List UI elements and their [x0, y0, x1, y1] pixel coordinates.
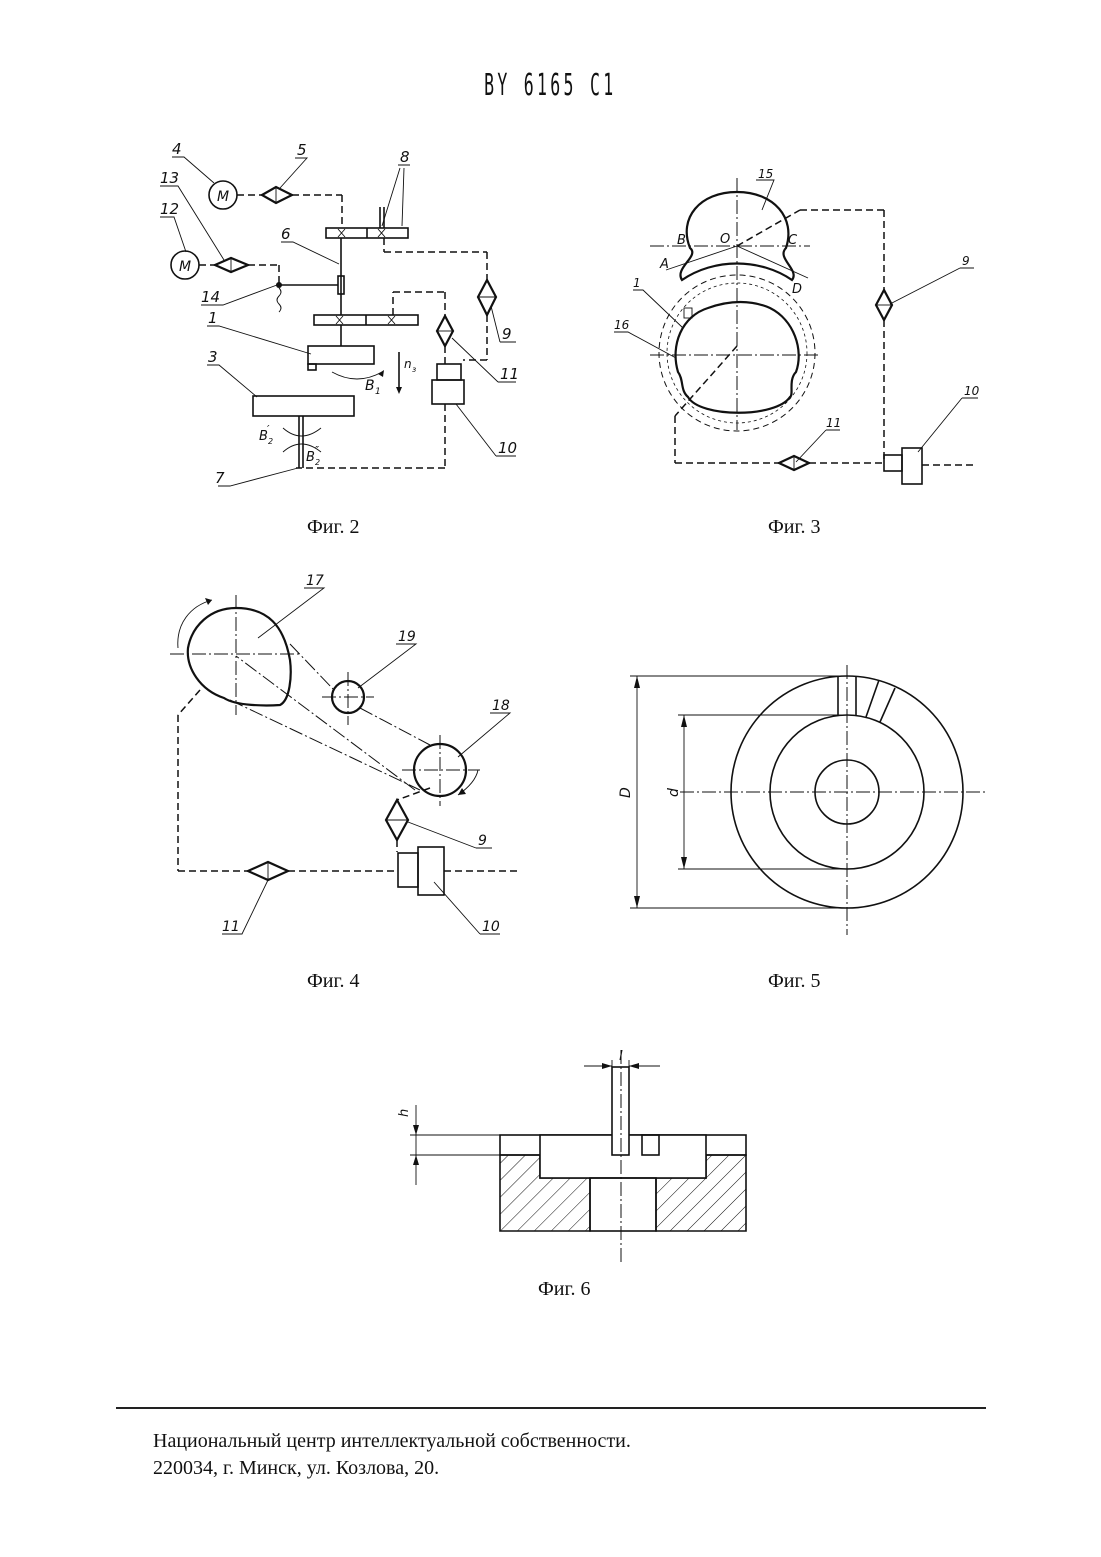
figure-3-label-D: D — [792, 282, 802, 297]
figure-4-callout-17: 17 — [306, 573, 324, 589]
figure-2-b2a-sub: 2 — [268, 437, 273, 446]
footer: Национальный центр интеллектуальной собс… — [153, 1428, 631, 1482]
figure-2-callout-7: 7 — [215, 469, 225, 487]
figure-3-drawing: B O C A D 15 16 1 9 10 11 — [600, 160, 980, 490]
footer-address: 220034, г. Минск, ул. Козлова, 20. — [153, 1455, 631, 1482]
figure-6-drawing: l h — [380, 1045, 770, 1275]
figure-3-callout-16: 16 — [614, 318, 630, 332]
figure-2-callout-9: 9 — [502, 325, 512, 343]
figure-2-b2a-prime: ′ — [267, 423, 270, 436]
figure-3-callout-10: 10 — [964, 384, 980, 398]
figure-2-b1-sub: 1 — [375, 387, 381, 397]
figure-5-drawing: D d — [600, 660, 990, 940]
figure-2-b2b-label: B — [306, 450, 315, 465]
figure-3-callout-11: 11 — [826, 416, 841, 430]
figure-4-drawing: 17 19 18 9 10 11 — [160, 560, 540, 950]
figure-4-callout-19: 19 — [398, 629, 416, 645]
figure-3-label-A: A — [659, 257, 669, 272]
figure-5-caption: Фиг. 5 — [768, 970, 820, 993]
patent-number-header: BY 6165 C1 — [248, 68, 854, 103]
figure-2-callout-4: 4 — [172, 140, 182, 158]
figure-2-drawing: M M B 1 n з — [150, 135, 530, 495]
figure-5-dimension-D: D — [618, 787, 634, 798]
figure-2-callout-13: 13 — [160, 169, 179, 187]
figure-2-motor-12-label: M — [179, 259, 191, 275]
figure-3-label-O: O — [720, 232, 730, 247]
figure-3-label-C: C — [788, 233, 798, 248]
figure-4-callout-9: 9 — [478, 833, 487, 849]
figure-3-caption: Фиг. 3 — [768, 516, 820, 539]
figure-2-callout-1: 1 — [208, 309, 218, 327]
figure-3-label-B: B — [677, 233, 686, 248]
figure-4-callout-11: 11 — [222, 919, 240, 935]
figure-2-callout-11: 11 — [500, 365, 519, 383]
figure-3-callout-9: 9 — [962, 254, 970, 268]
figure-6-dimension-l: l — [619, 1049, 623, 1064]
figure-2-b2b-sub: 2 — [315, 458, 320, 467]
figure-2-ns-sub: з — [412, 365, 416, 374]
figure-2-callout-6: 6 — [281, 225, 291, 243]
footer-organization: Национальный центр интеллектуальной собс… — [153, 1428, 631, 1455]
figure-2-motor-4-label: M — [217, 189, 229, 205]
figure-2-callout-14: 14 — [201, 288, 220, 306]
figure-4-callout-18: 18 — [492, 698, 510, 714]
figure-2-b1-label: B — [365, 378, 375, 394]
figure-6-dimension-h: h — [397, 1109, 412, 1117]
figure-2-callout-5: 5 — [297, 141, 307, 159]
figure-5-dimension-d: d — [666, 788, 682, 797]
figure-4-callout-10: 10 — [482, 919, 500, 935]
figure-2-caption: Фиг. 2 — [307, 516, 359, 539]
figure-2-callout-3: 3 — [208, 348, 218, 366]
figure-2-callout-10: 10 — [498, 439, 517, 457]
figure-3-callout-15: 15 — [758, 167, 773, 181]
figure-2-ns-label: n — [404, 357, 412, 371]
figure-2-callout-8: 8 — [400, 148, 410, 166]
figure-3-callout-1: 1 — [633, 276, 641, 290]
figure-6-caption: Фиг. 6 — [538, 1278, 590, 1301]
figure-4-caption: Фиг. 4 — [307, 970, 359, 993]
figure-2-callout-12: 12 — [160, 200, 179, 218]
footer-divider — [116, 1407, 986, 1409]
